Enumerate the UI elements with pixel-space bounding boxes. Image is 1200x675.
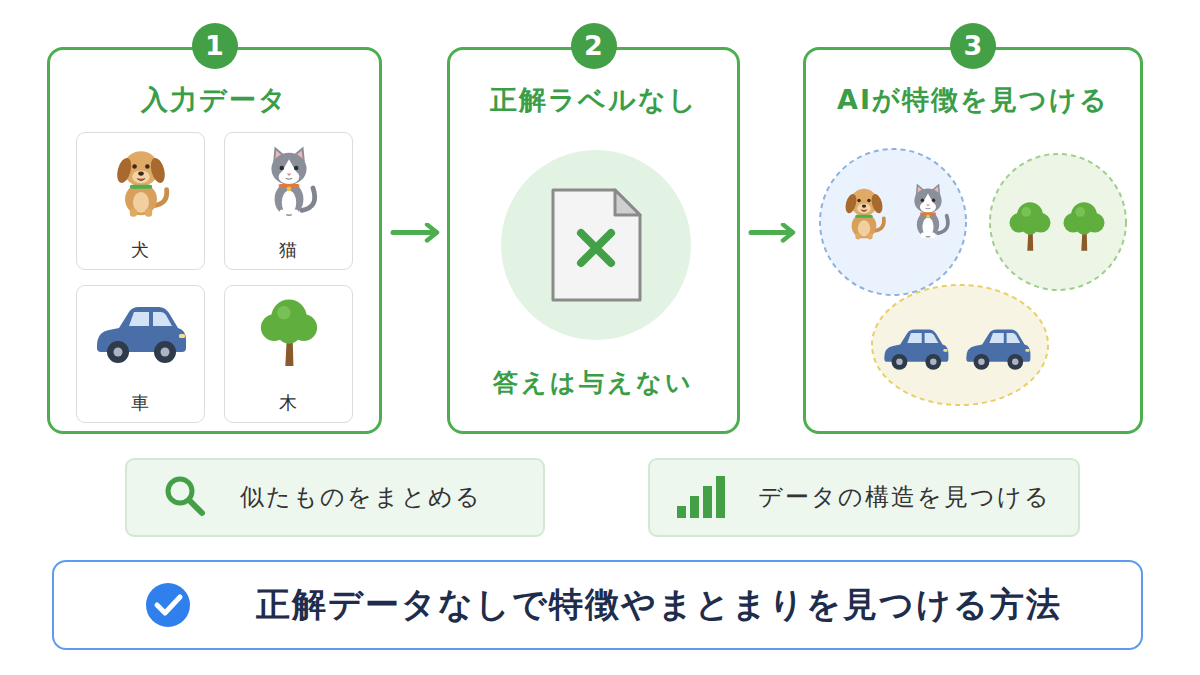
tile-label: 猫 [225,237,351,263]
step-panel: 2正解ラベルなし答えは与えない [447,47,740,434]
data-tile: 車 [76,285,205,423]
tile-label: 犬 [77,237,203,263]
summary-banner: 正解データなしで特徴やまとまりを見つける方法 [52,560,1143,650]
flow-arrow [393,230,436,235]
step-number: 2 [571,23,617,69]
panel-heading: 入力データ [50,82,379,118]
step-number: 1 [192,23,238,69]
panel-heading: AIが特徴を見つける [806,82,1140,118]
tile-label: 木 [225,390,351,416]
data-tile: 犬 [76,132,205,270]
feature-text: データの構造を見つける [758,460,1078,535]
panel-heading: 正解ラベルなし [450,82,737,118]
data-tile: 木 [224,285,353,423]
panel-note: 答えは与えない [450,365,737,401]
flow-arrow [751,230,792,235]
data-tile: 猫 [224,132,353,270]
step-panel: 1入力データ犬猫車木 [47,47,382,434]
step-panel: 3AIが特徴を見つける [803,47,1143,434]
step-number: 3 [950,23,996,69]
feature-box: 似たものをまとめる [125,458,545,537]
summary-text: 正解データなしで特徴やまとまりを見つける方法 [224,562,1094,647]
tile-label: 車 [77,390,203,416]
feature-text: 似たものをまとめる [240,460,540,535]
feature-box: データの構造を見つける [648,458,1080,537]
